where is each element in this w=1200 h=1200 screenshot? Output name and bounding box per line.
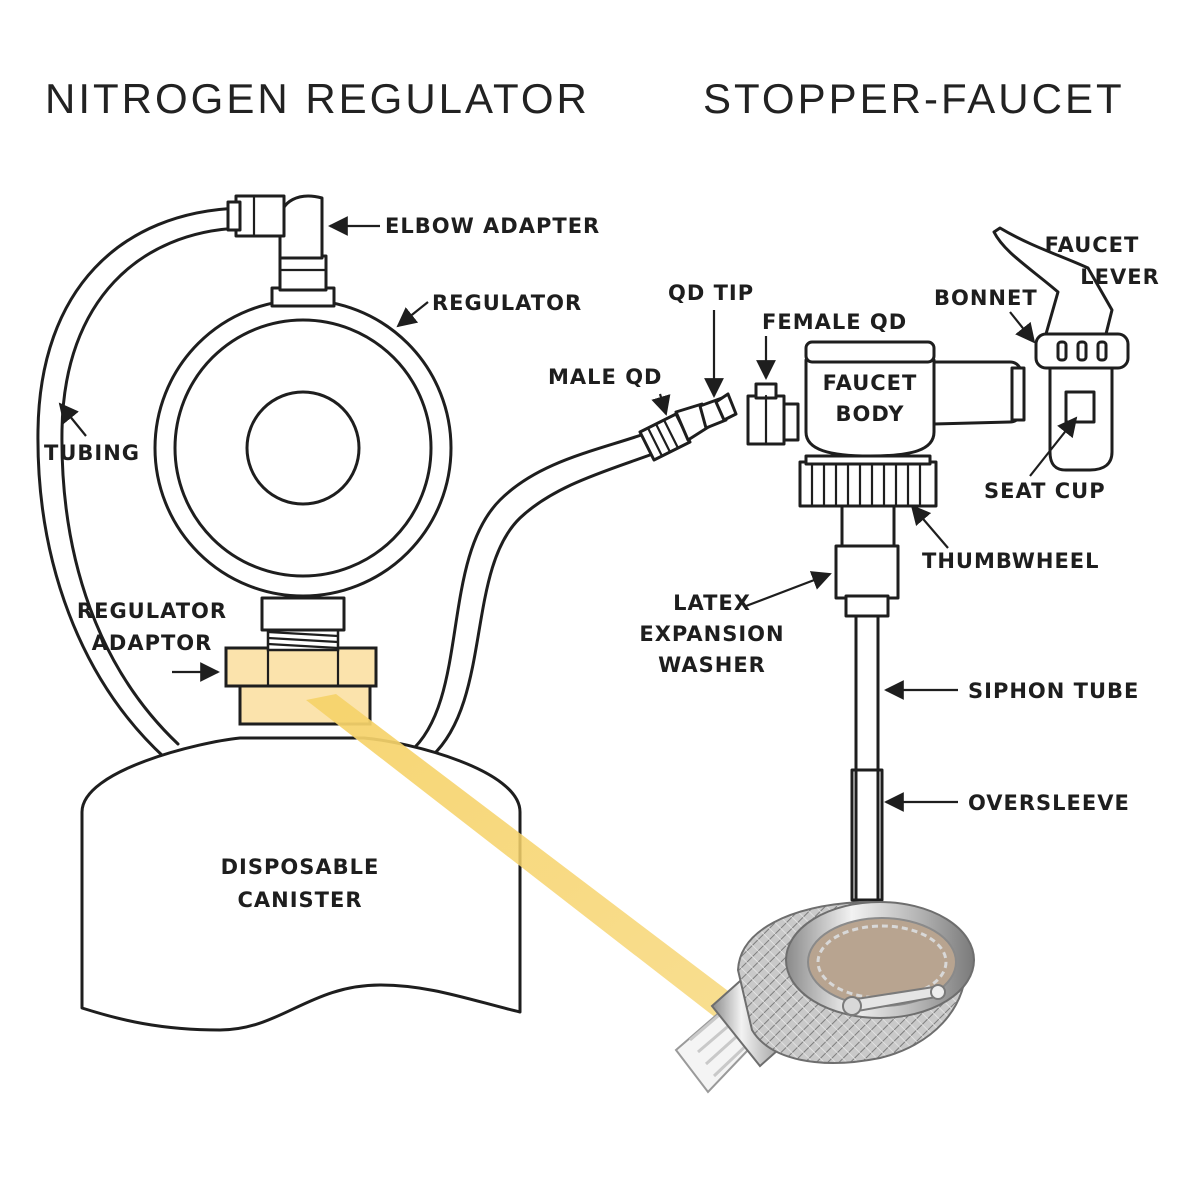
label-elbow-adapter: ELBOW ADAPTER xyxy=(385,214,600,238)
label-regulator: REGULATOR xyxy=(432,291,582,315)
tubing xyxy=(36,206,242,760)
arrow-bonnet xyxy=(1009,311,1036,344)
latex-expansion-washer xyxy=(834,504,900,618)
arrow-seat-cup xyxy=(1029,416,1078,477)
regulator-top-fitting xyxy=(270,254,336,308)
label-oversleeve: OVERSLEEVE xyxy=(968,791,1130,815)
regulator-adaptor xyxy=(224,626,378,726)
disposable-canister xyxy=(80,736,522,1032)
label-seat-cup: SEAT CUP xyxy=(984,479,1106,503)
male-qd xyxy=(638,392,738,462)
gas-line-tubing xyxy=(408,430,660,758)
highlight-beam xyxy=(306,694,740,1018)
label-latex-washer-1: LATEX xyxy=(673,591,751,615)
label-faucet-lever-1: FAUCET xyxy=(1045,233,1140,257)
label-faucet-body-2: BODY xyxy=(836,402,905,426)
regulator-adaptor-photo xyxy=(674,900,975,1094)
label-regulator-adaptor-2: ADAPTOR xyxy=(92,631,213,655)
faucet-body xyxy=(804,340,1026,458)
label-disposable-canister-2: CANISTER xyxy=(237,888,362,912)
label-disposable-canister-1: DISPOSABLE xyxy=(221,855,380,879)
elbow-adapter xyxy=(226,194,324,260)
arrow-tubing xyxy=(58,402,87,437)
arrow-thumbwheel xyxy=(910,504,949,549)
title-nitrogen-regulator: NITROGEN REGULATOR xyxy=(45,75,590,122)
arrow-male-qd xyxy=(651,393,671,416)
label-qd-tip: QD TIP xyxy=(668,281,754,305)
label-male-qd: MALE QD xyxy=(548,365,662,389)
label-siphon-tube: SIPHON TUBE xyxy=(968,679,1139,703)
label-latex-washer-3: WASHER xyxy=(658,653,766,677)
thumbwheel xyxy=(798,454,938,508)
label-tubing: TUBING xyxy=(44,441,140,465)
title-stopper-faucet: STOPPER-FAUCET xyxy=(703,75,1125,122)
label-regulator-adaptor-1: REGULATOR xyxy=(77,599,227,623)
arrow-latex-washer xyxy=(745,571,832,608)
regulator xyxy=(153,298,453,598)
arrow-regulator xyxy=(396,301,429,328)
label-faucet-body-1: FAUCET xyxy=(823,371,918,395)
label-bonnet: BONNET xyxy=(934,286,1038,310)
faucet-lever xyxy=(992,226,1114,336)
label-latex-washer-2: EXPANSION xyxy=(639,622,784,646)
label-female-qd: FEMALE QD xyxy=(762,310,907,334)
label-thumbwheel: THUMBWHEEL xyxy=(922,549,1100,573)
female-qd xyxy=(746,382,800,446)
regulator-neck xyxy=(260,596,346,632)
faucet-spout xyxy=(1048,364,1114,472)
label-faucet-lever-2: LEVER xyxy=(1080,265,1160,289)
bonnet xyxy=(1034,332,1130,370)
